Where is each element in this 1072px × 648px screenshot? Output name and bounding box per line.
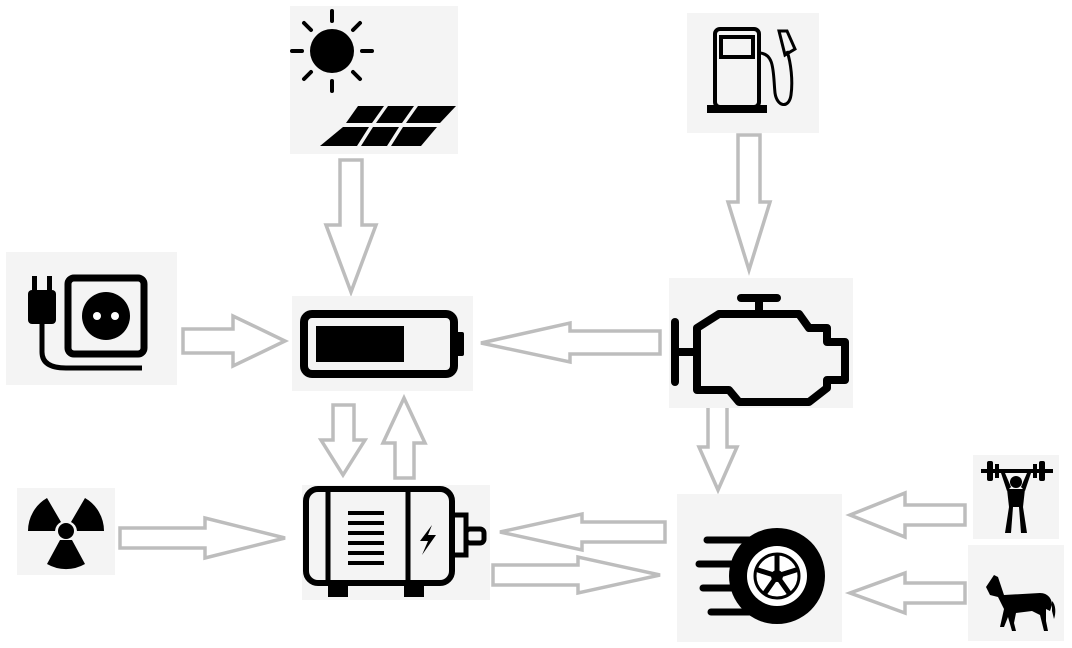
electric-motor-icon — [303, 486, 487, 597]
arrow-outlet-to-battery — [181, 313, 290, 369]
node-nuclear — [17, 488, 115, 575]
sun-solar-panel-icon — [290, 9, 456, 146]
arrow-fuel-to-engine — [725, 133, 773, 276]
arrow-solar-to-battery — [323, 158, 379, 298]
arrow-battery-to-motor — [317, 403, 369, 479]
node-human — [973, 455, 1059, 539]
node-fuel — [687, 13, 819, 133]
weightlifter-icon — [981, 461, 1053, 533]
node-motor — [302, 485, 490, 600]
node-engine — [669, 278, 853, 408]
engine-icon — [671, 294, 849, 406]
node-wheel — [677, 494, 842, 642]
arrow-nuclear-to-motor — [118, 515, 286, 561]
radiation-icon — [27, 498, 105, 570]
node-solar — [290, 6, 458, 154]
node-battery — [292, 296, 473, 391]
arrow-human-to-wheel — [845, 490, 967, 540]
plug-outlet-icon — [28, 274, 148, 371]
arrow-engine-to-battery — [480, 320, 662, 365]
wheel-icon — [695, 528, 825, 624]
arrow-wheel-to-motor — [499, 511, 667, 553]
horse-icon — [986, 575, 1056, 631]
battery-icon — [300, 310, 464, 378]
arrow-motor-to-wheel — [491, 554, 661, 596]
node-outlet — [6, 252, 177, 385]
node-horse — [968, 545, 1064, 641]
fuel-pump-icon — [707, 27, 797, 113]
arrow-horse-to-wheel — [844, 570, 967, 616]
arrow-motor-to-battery — [380, 393, 428, 480]
arrow-engine-to-wheel — [696, 403, 740, 495]
